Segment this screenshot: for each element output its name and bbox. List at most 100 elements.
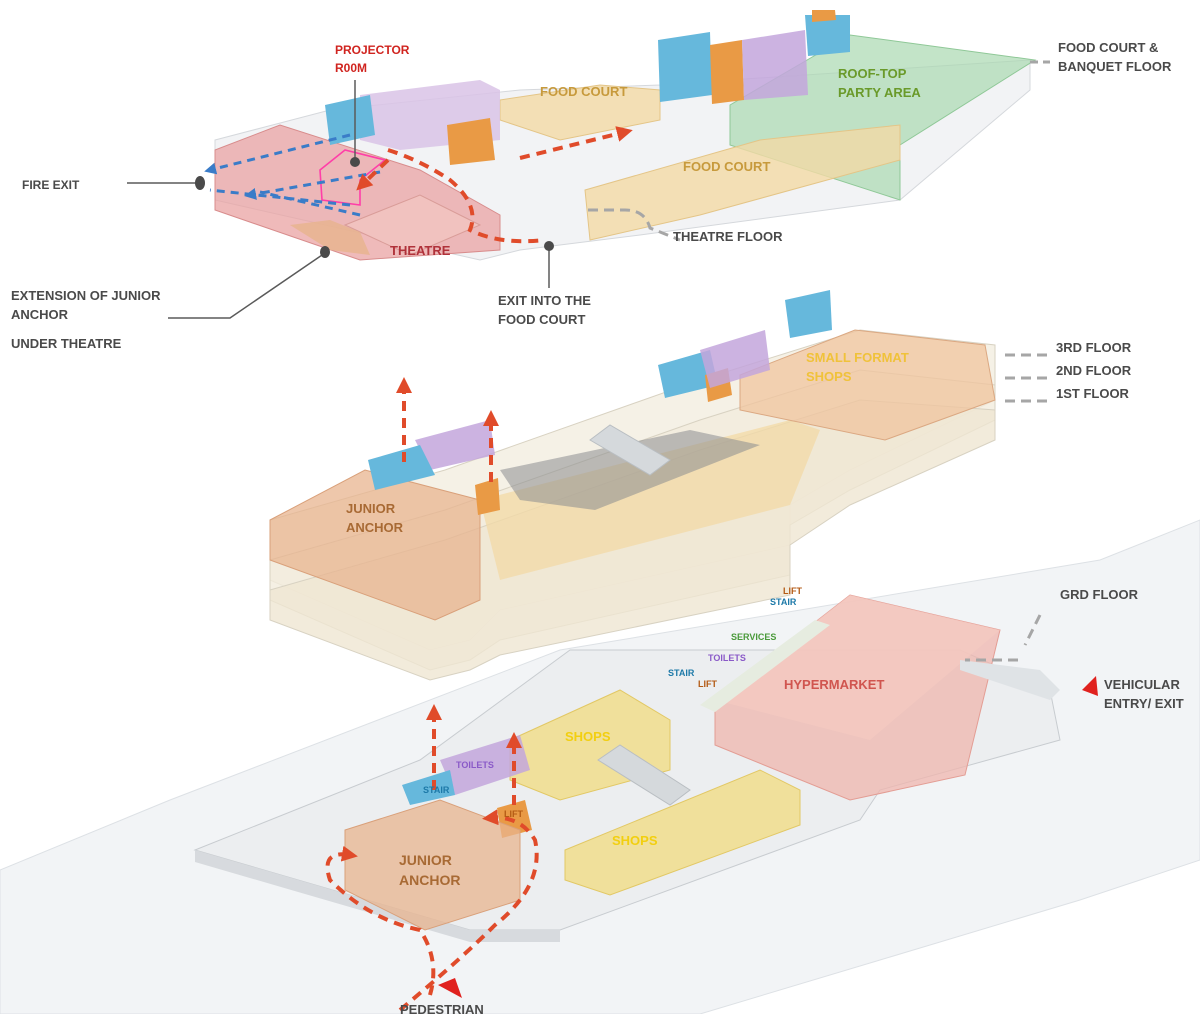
- food-court-banquet-line-1: FOOD COURT &: [1058, 40, 1159, 55]
- fire-exit-arrow-1: [204, 133, 351, 175]
- small-format-shops-block: [739, 329, 996, 441]
- leader-lines: [127, 80, 554, 319]
- food-strip-upper: [480, 420, 820, 580]
- pedestrian-entry-marker: [438, 978, 462, 998]
- lift-right-label: LIFT: [698, 679, 717, 689]
- pedestrian-arrow-loop: [325, 845, 436, 996]
- right-service-strip: [700, 620, 830, 712]
- upper-toilets-block: [415, 420, 495, 470]
- ground-escalator: [597, 744, 691, 806]
- food-court-mid-block: [584, 124, 901, 241]
- vehicular-entry-marker: [1082, 676, 1098, 696]
- hypermarket-top: [715, 595, 1000, 740]
- small-format-label: SMALL FORMAT SHOPS: [806, 348, 909, 386]
- projector-room-line-2: R00M: [335, 61, 368, 75]
- theatre-floor-label: THEATRE FLOOR: [673, 229, 783, 244]
- upper-atrium-void: [500, 430, 760, 510]
- shops-top-label: SHOPS: [565, 729, 611, 744]
- upper-escalator: [589, 424, 671, 476]
- vehicular-label: VEHICULAR ENTRY/ EXIT: [1104, 675, 1184, 713]
- exit-food-court-dot: [544, 241, 554, 251]
- grd-floor-label: GRD FLOOR: [1060, 587, 1138, 602]
- fire-exit-arrow-4: [259, 190, 361, 217]
- projector-leader-dot: [350, 157, 360, 167]
- under-theatre-label: UNDER THEATRE: [11, 336, 122, 351]
- toilets-block-ground: [440, 735, 530, 795]
- stair-left-label: STAIR: [423, 785, 450, 795]
- food-court-banquet-label: FOOD COURT & BANQUET FLOOR: [1058, 38, 1171, 76]
- theatre-inner-arrow: [356, 158, 390, 191]
- shops-block-bottom: [564, 769, 801, 896]
- small-format-line-2: SHOPS: [806, 369, 852, 384]
- extension-leader: [168, 252, 326, 319]
- upper-toilets-block-right: [700, 330, 770, 388]
- stair-block-ground: [402, 770, 455, 805]
- top-stair-block-right: [805, 15, 850, 56]
- projector-room-line-1: PROJECTOR: [335, 43, 410, 57]
- junior-anchor-ground-label: JUNIOR ANCHOR: [399, 850, 460, 890]
- top-toilets-block: [742, 30, 808, 100]
- upper-stair-block-right: [658, 350, 718, 398]
- fire-exit-arrow-3: [209, 188, 351, 207]
- junior-anchor-upper-line-2: ANCHOR: [346, 520, 404, 535]
- floor-2-label: 2ND FLOOR: [1056, 363, 1132, 378]
- ground-floor: [0, 519, 1200, 1015]
- stair-right-label: STAIR: [668, 668, 695, 678]
- junior-anchor-upper-block: [269, 469, 481, 621]
- floor-1-label: 1ST FLOOR: [1056, 386, 1129, 401]
- extension-line-1: EXTENSION OF JUNIOR: [11, 288, 161, 303]
- lift-top-label: LIFT: [783, 586, 802, 596]
- food-court-top-label: FOOD COURT: [540, 84, 628, 99]
- theatre-stair-block: [325, 95, 375, 145]
- pedestrian-label: PEDESTRIAN: [400, 1002, 484, 1017]
- vehicular-line-1: VEHICULAR: [1104, 677, 1180, 692]
- junior-anchor-upper-line-1: JUNIOR: [346, 501, 396, 516]
- fire-exit-dot: [195, 176, 205, 190]
- ground-podium-edge: [195, 850, 560, 942]
- hypermarket-label: HYPERMARKET: [784, 677, 885, 692]
- projector-room-label: PROJECTOR R00M: [335, 41, 409, 77]
- theatre-label: THEATRE: [390, 243, 451, 258]
- junior-anchor-upper-label: JUNIOR ANCHOR: [346, 499, 403, 537]
- lift-left-label: LIFT: [504, 809, 523, 819]
- roof-top-line-2: PARTY AREA: [838, 85, 921, 100]
- junior-anchor-extension: [290, 220, 370, 255]
- extension-label: EXTENSION OF JUNIOR ANCHOR: [11, 286, 161, 324]
- extension-dot: [320, 246, 330, 258]
- pedestrian-arrow-right: [398, 809, 539, 1012]
- shops-bottom-label: SHOPS: [612, 833, 658, 848]
- upper-stair-block: [368, 445, 435, 490]
- roof-top-label: ROOF-TOP PARTY AREA: [838, 64, 921, 102]
- exit-food-court-line-2: FOOD COURT: [498, 312, 586, 327]
- theatre-floor-dash: [588, 208, 681, 242]
- roof-top-line-1: ROOF-TOP: [838, 66, 907, 81]
- top-floor: [204, 10, 1050, 261]
- toilets-right-label: TOILETS: [708, 653, 746, 663]
- grd-floor-dash: [965, 614, 1042, 662]
- exit-food-court-label: EXIT INTO THE FOOD COURT: [498, 291, 591, 329]
- junior-anchor-ground-line-2: ANCHOR: [399, 872, 461, 888]
- food-court-mid-label: FOOD COURT: [683, 159, 771, 174]
- floor-3-label: 3RD FLOOR: [1056, 340, 1132, 355]
- top-lift-block-right: [812, 10, 836, 22]
- theatre-seating: [343, 194, 482, 256]
- top-lift-block: [447, 118, 495, 165]
- food-court-arrow: [519, 126, 633, 160]
- stair-top-label: STAIR: [770, 597, 797, 607]
- vehicular-ramp: [960, 660, 1060, 700]
- extension-line-2: ANCHOR: [11, 307, 69, 322]
- small-format-line-1: SMALL FORMAT: [806, 350, 909, 365]
- junior-anchor-ground-line-1: JUNIOR: [399, 852, 452, 868]
- upper-stair-block-top: [785, 290, 832, 338]
- middle-floors: [269, 290, 1050, 681]
- services-label: SERVICES: [731, 632, 777, 642]
- vehicular-line-2: ENTRY/ EXIT: [1104, 696, 1184, 711]
- food-court-banquet-line-2: BANQUET FLOOR: [1058, 59, 1172, 74]
- fire-exit-label: FIRE EXIT: [22, 178, 80, 192]
- toilets-left-label: TOILETS: [456, 760, 494, 770]
- exit-food-court-line-1: EXIT INTO THE: [498, 293, 591, 308]
- top-lift-block-left: [710, 40, 744, 104]
- top-stair-block-left: [658, 32, 712, 102]
